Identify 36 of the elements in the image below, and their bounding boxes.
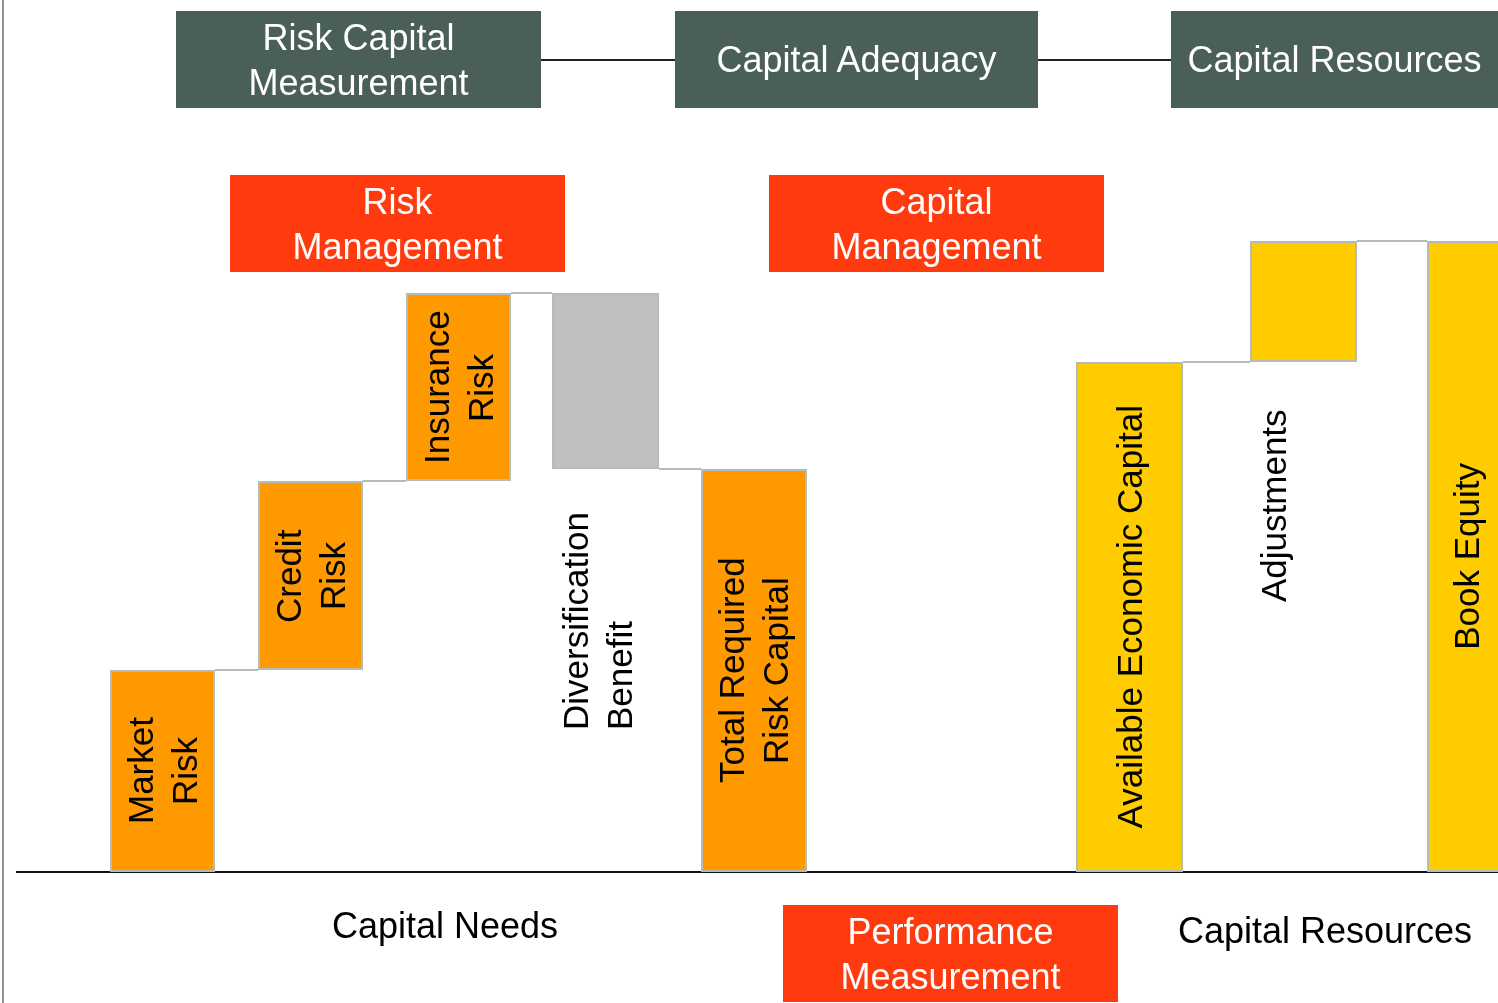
bar-label: Book Equity xyxy=(1446,463,1488,650)
connector-line xyxy=(214,669,259,671)
risk-bar xyxy=(406,293,511,481)
title-box xyxy=(783,905,1118,1002)
bar-label: Insurance Risk xyxy=(415,309,501,466)
box-label: Capital Adequacy xyxy=(715,38,998,82)
title-box xyxy=(769,175,1104,272)
box-label: Risk Capital Measurement xyxy=(247,15,470,105)
risk-bar xyxy=(258,481,363,670)
connector-line xyxy=(510,292,553,294)
box-label: Capital Management xyxy=(830,179,1043,269)
connector-line xyxy=(658,468,702,470)
connector-line xyxy=(1037,59,1172,61)
risk-bar xyxy=(701,469,807,872)
title-box xyxy=(176,11,541,108)
box-label: Capital Resources xyxy=(1186,38,1483,82)
title-box xyxy=(230,175,565,272)
bar-label: Total Required Risk Capital xyxy=(711,556,796,786)
bar-label: Market Risk xyxy=(119,716,205,827)
connector-line xyxy=(540,59,676,61)
connector-line xyxy=(1182,361,1251,363)
title-box xyxy=(1171,11,1498,108)
connector-line xyxy=(1356,240,1428,242)
box-label: Risk Management xyxy=(291,179,504,269)
bar-label: Available Economic Capital xyxy=(1108,405,1150,829)
connector-line xyxy=(362,480,407,482)
box-label: Performance Measurement xyxy=(839,909,1062,999)
risk-bar xyxy=(1076,362,1183,872)
section-label: Capital Needs xyxy=(330,905,560,947)
bar-caption: Adjustments xyxy=(1253,408,1294,602)
risk-bar xyxy=(1427,241,1498,872)
title-box xyxy=(675,11,1038,108)
risk-bar xyxy=(110,670,215,872)
bar-label: Credit Risk xyxy=(267,527,353,625)
bar-caption: Diversification Benefit xyxy=(555,511,640,730)
section-label: Capital Resources xyxy=(1176,910,1474,952)
